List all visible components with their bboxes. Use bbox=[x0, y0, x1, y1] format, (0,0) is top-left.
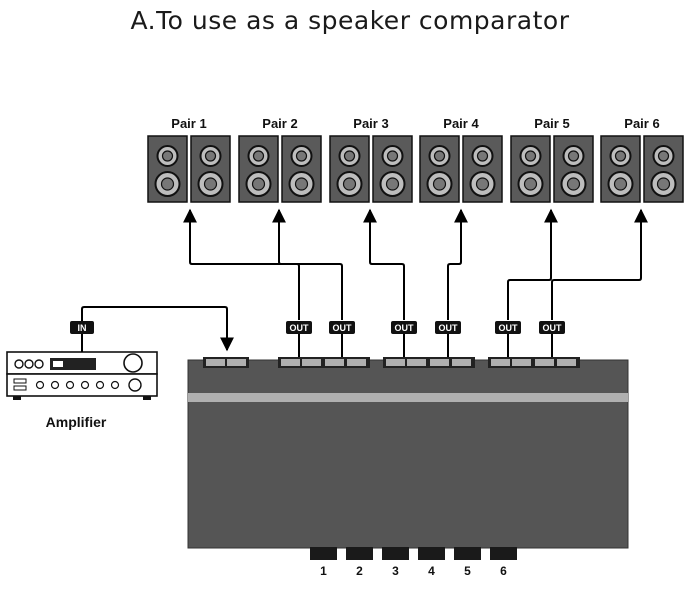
speaker-icon bbox=[510, 135, 551, 203]
selector-button-3[interactable]: 3 bbox=[382, 547, 409, 578]
amplifier-icon bbox=[6, 351, 158, 400]
amplifier-label: Amplifier bbox=[46, 414, 107, 430]
pair-label: Pair 6 bbox=[624, 116, 659, 131]
out-port-tag: OUT bbox=[435, 321, 461, 334]
output-cable-3 bbox=[363, 208, 405, 320]
speaker-pair-6: Pair 6 bbox=[600, 116, 684, 203]
output-jacks-group-3 bbox=[488, 357, 580, 368]
selector-button-label: 6 bbox=[500, 564, 507, 578]
output-cable-5 bbox=[507, 208, 558, 320]
selector-button-label: 1 bbox=[320, 564, 327, 578]
selector-button-label: 5 bbox=[464, 564, 471, 578]
selector-button-label: 4 bbox=[428, 564, 435, 578]
out-port-tag: OUT bbox=[539, 321, 565, 334]
pair-label: Pair 3 bbox=[353, 116, 388, 131]
selector-button-4[interactable]: 4 bbox=[418, 547, 445, 578]
speaker-icon bbox=[147, 135, 188, 203]
output-jacks-group-1 bbox=[278, 357, 370, 368]
output-cable-2 bbox=[272, 208, 343, 320]
out-port-tag: OUT bbox=[286, 321, 312, 334]
in-port-tag: IN bbox=[70, 321, 94, 334]
diagram-title: A.To use as a speaker comparator bbox=[130, 6, 570, 35]
speaker-icon bbox=[643, 135, 684, 203]
speaker-icon bbox=[372, 135, 413, 203]
speaker-icon bbox=[419, 135, 460, 203]
output-cable-4 bbox=[447, 208, 468, 320]
speaker-pairs: Pair 1 Pair 2 Pair 3 Pair 4 Pair 5 Pair 6 bbox=[147, 116, 684, 203]
pair-label: Pair 1 bbox=[171, 116, 206, 131]
output-cable-6 bbox=[551, 208, 648, 320]
speaker-icon bbox=[190, 135, 231, 203]
speaker-icon bbox=[553, 135, 594, 203]
out-port-tag: OUT bbox=[329, 321, 355, 334]
out-port-tag-label: OUT bbox=[543, 323, 563, 333]
in-port-tag-label: IN bbox=[78, 323, 87, 333]
speaker-pair-3: Pair 3 bbox=[329, 116, 413, 203]
out-port-tag-label: OUT bbox=[439, 323, 459, 333]
speaker-pair-2: Pair 2 bbox=[238, 116, 322, 203]
out-port-tag-label: OUT bbox=[499, 323, 519, 333]
selector-button-label: 3 bbox=[392, 564, 399, 578]
input-cable bbox=[81, 306, 234, 352]
selector-button-6[interactable]: 6 bbox=[490, 547, 517, 578]
selector-button-1[interactable]: 1 bbox=[310, 547, 337, 578]
input-jacks bbox=[203, 357, 249, 368]
selector-button-label: 2 bbox=[356, 564, 363, 578]
out-port-tag: OUT bbox=[391, 321, 417, 334]
output-jacks-group-2 bbox=[383, 357, 475, 368]
pair-label: Pair 5 bbox=[534, 116, 569, 131]
speaker-pair-5: Pair 5 bbox=[510, 116, 594, 203]
selector-buttons: 1 2 3 4 5 6 bbox=[310, 547, 517, 578]
speaker-icon bbox=[600, 135, 641, 203]
output-cables bbox=[183, 208, 648, 357]
out-port-tag-label: OUT bbox=[290, 323, 310, 333]
speaker-icon bbox=[281, 135, 322, 203]
pair-label: Pair 2 bbox=[262, 116, 297, 131]
out-port-tags: OUT OUT OUT OUT OUT OUT bbox=[286, 321, 565, 334]
selector-button-2[interactable]: 2 bbox=[346, 547, 373, 578]
speaker-pair-1: Pair 1 bbox=[147, 116, 231, 203]
out-port-tag: OUT bbox=[495, 321, 521, 334]
speaker-icon bbox=[462, 135, 503, 203]
speaker-icon bbox=[238, 135, 279, 203]
speaker-icon bbox=[329, 135, 370, 203]
output-cable-1 bbox=[183, 208, 300, 320]
pair-label: Pair 4 bbox=[443, 116, 479, 131]
speaker-pair-4: Pair 4 bbox=[419, 116, 503, 203]
out-port-tag-label: OUT bbox=[333, 323, 353, 333]
selector-button-5[interactable]: 5 bbox=[454, 547, 481, 578]
out-port-tag-label: OUT bbox=[395, 323, 415, 333]
selector-box bbox=[187, 359, 629, 549]
